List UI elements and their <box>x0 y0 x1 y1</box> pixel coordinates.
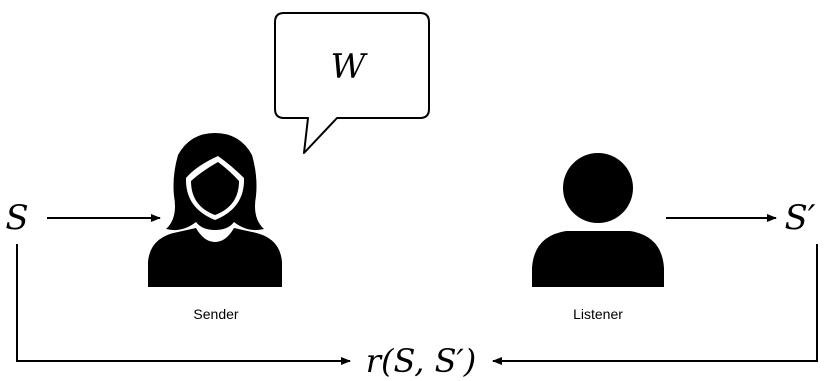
speech-bubble: W <box>274 12 430 154</box>
sender-label: Sender <box>193 306 238 322</box>
message-symbol: W <box>331 47 369 87</box>
reward-right-arrow <box>492 244 818 365</box>
reward-left-arrow <box>16 244 351 365</box>
listener-output-symbol: S′ <box>784 198 815 238</box>
reward-function: r(S, S′) <box>366 342 477 380</box>
woman-person-icon <box>148 133 282 287</box>
listener-label: Listener <box>573 306 623 322</box>
sender-input-symbol: S <box>5 198 28 238</box>
person-icon <box>532 153 664 287</box>
